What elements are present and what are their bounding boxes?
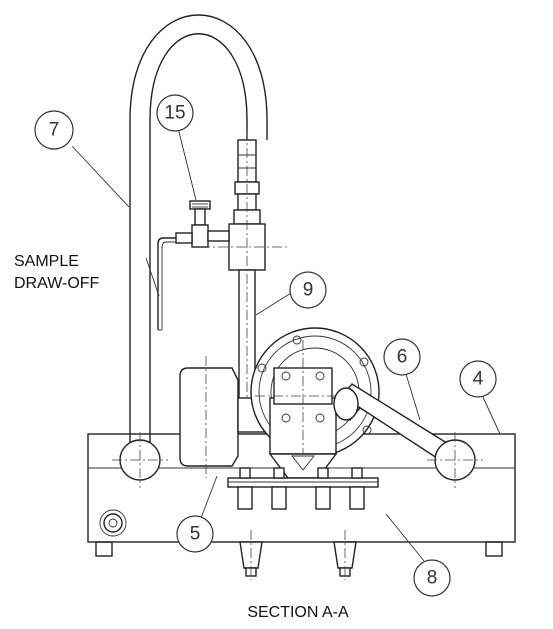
balloon-7-label: 7 bbox=[49, 120, 60, 141]
balloon-8: 8 bbox=[413, 559, 451, 597]
leader-lines bbox=[71, 127, 501, 562]
mounting-plate bbox=[227, 467, 379, 580]
balloon-5-label: 5 bbox=[190, 524, 201, 545]
sample-valve bbox=[157, 200, 230, 331]
balloon-15: 15 bbox=[156, 94, 194, 132]
balloon-4: 4 bbox=[459, 360, 497, 398]
section-caption: SECTION A-A bbox=[247, 604, 349, 621]
balloon-15-label: 15 bbox=[164, 103, 185, 124]
balloon-9: 9 bbox=[289, 271, 327, 309]
balloon-7: 7 bbox=[34, 110, 74, 150]
balloon-6-label: 6 bbox=[397, 347, 408, 368]
sample-label-line1: SAMPLE bbox=[14, 253, 79, 270]
discharge-tube bbox=[200, 130, 290, 420]
balloon-4-label: 4 bbox=[473, 369, 484, 390]
balloon-8-label: 8 bbox=[427, 568, 438, 589]
pump-body bbox=[250, 327, 380, 479]
section-circles bbox=[112, 432, 483, 488]
balloon-5: 5 bbox=[176, 515, 214, 553]
sample-label-line2: DRAW-OFF bbox=[14, 275, 100, 292]
balloon-9-label: 9 bbox=[303, 280, 314, 301]
balloon-6: 6 bbox=[383, 338, 421, 376]
